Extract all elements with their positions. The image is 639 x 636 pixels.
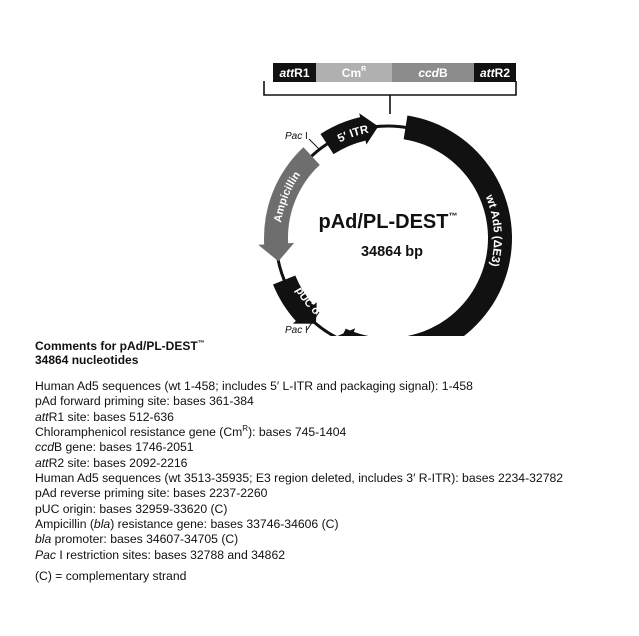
feature-line: attR2 site: bases 2092-2216 (35, 455, 188, 470)
nucleotide-count: 34864 nucleotides (35, 353, 139, 367)
feature-line: Human Ad5 sequences (wt 3513-35935; E3 r… (35, 471, 564, 486)
itr3-arrow (337, 324, 445, 336)
feature-line: pUC origin: bases 32959-33620 (C) (35, 501, 228, 516)
pac-site-bottom: Pac I (285, 311, 320, 336)
ampicillin-arrow (258, 147, 320, 262)
feature-line: ccdB gene: bases 1746-2051 (35, 440, 194, 455)
puc-ori-arrow (273, 275, 317, 324)
wt-ad5-arc (342, 115, 513, 336)
feature-line: Ampicillin (bla) resistance gene: bases … (35, 517, 339, 532)
cassette-bracket (263, 81, 517, 114)
complementary-note: (C) = complementary strand (35, 569, 187, 584)
plasmid-name: pAd/PL-DEST™ (319, 211, 458, 233)
itr5-arrow (320, 113, 379, 155)
cassette-segment-attr2: attR2 (474, 63, 516, 82)
feature-line: Human Ad5 sequences (wt 1-458; includes … (35, 379, 473, 393)
svg-text:Pac I: Pac I (285, 131, 308, 142)
feature-line: pAd reverse priming site: bases 2237-226… (35, 486, 268, 501)
svg-text:Pac I: Pac I (285, 325, 308, 336)
trademark-symbol: ™ (449, 211, 458, 221)
feature-line: pAd forward priming site: bases 361-384 (35, 394, 254, 409)
svg-text:attR2: attR2 (480, 66, 510, 80)
feature-line: bla promoter: bases 34607-34705 (C) (35, 532, 239, 547)
svg-text:CmR: CmR (342, 66, 366, 80)
plasmid-size: 34864 bp (361, 244, 423, 260)
feature-line: Chloramphenicol resistance gene (CmR): b… (35, 423, 347, 440)
cassette-segment-attr1: attR1 (273, 63, 316, 82)
cassette-segment-cm: CmR (316, 63, 392, 82)
gateway-cassette: attR1 CmR ccdB attR2 (273, 63, 516, 82)
cassette-segment-ccdb: ccdB (392, 63, 474, 82)
pac-site-top: Pac I (285, 131, 320, 150)
feature-arcs (258, 113, 513, 336)
svg-text:attR1: attR1 (279, 66, 309, 80)
feature-line: attR1 site: bases 512-636 (35, 409, 174, 424)
comments-title: Comments for pAd/PL-DEST™ (35, 339, 205, 353)
feature-line: Pac I restriction sites: bases 32788 and… (35, 547, 286, 562)
svg-text:ccdB: ccdB (418, 66, 448, 80)
feature-list: Human Ad5 sequences (wt 1-458; includes … (35, 379, 635, 563)
comments-section: Comments for pAd/PL-DEST™ 34864 nucleoti… (35, 337, 635, 583)
